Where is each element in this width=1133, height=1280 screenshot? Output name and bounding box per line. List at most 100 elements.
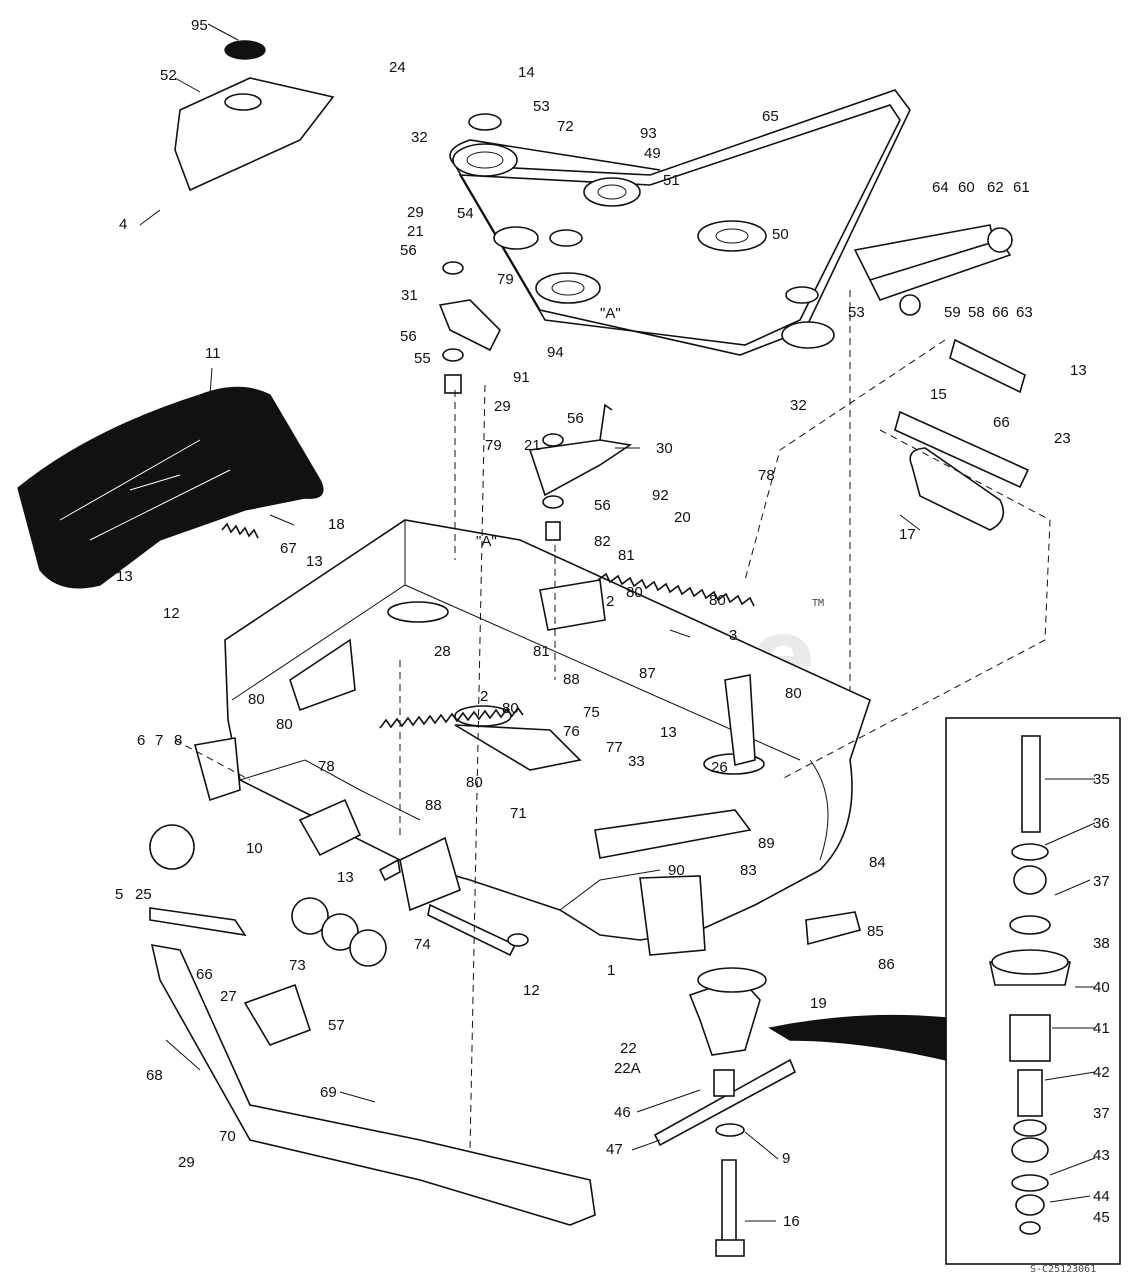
- part-56-top: 56: [400, 242, 417, 259]
- part-93: 93: [640, 125, 657, 142]
- part-77: 77: [606, 739, 623, 756]
- part-13-hitch: 13: [337, 869, 354, 886]
- part-7: 7: [155, 732, 163, 749]
- part-76: 76: [563, 723, 580, 740]
- part-46: 46: [614, 1104, 631, 1121]
- part-21-top: 21: [407, 223, 424, 240]
- part-66-bumper: 66: [196, 966, 213, 983]
- trademark: TM: [812, 598, 824, 609]
- part-80-center: 80: [502, 700, 519, 717]
- springs: [221, 522, 755, 729]
- part-2-top: 2: [606, 593, 614, 610]
- part-40: 40: [1093, 979, 1110, 996]
- part-36: 36: [1093, 815, 1110, 832]
- part-13-bracket: 13: [306, 553, 323, 570]
- part-78-bottom: 78: [318, 758, 335, 775]
- part-56-lower: 56: [594, 497, 611, 514]
- part-21-mid: 21: [524, 437, 541, 454]
- part-44: 44: [1093, 1188, 1110, 1205]
- idler-arms: [438, 261, 633, 541]
- part-12-bracket: 12: [163, 605, 180, 622]
- part-43: 43: [1093, 1147, 1110, 1164]
- belt-system: [449, 89, 911, 356]
- part-78-top: 78: [758, 467, 775, 484]
- part-14: 14: [518, 64, 535, 81]
- part-29-top: 29: [407, 204, 424, 221]
- part-13-shaft: 13: [1070, 362, 1087, 379]
- part-92: 92: [652, 487, 669, 504]
- part-57: 57: [328, 1017, 345, 1034]
- part-31: 31: [401, 287, 418, 304]
- part-38: 38: [1093, 935, 1110, 952]
- deck-housing: [224, 519, 871, 956]
- part-18: 18: [328, 516, 345, 533]
- part-63: 63: [1016, 304, 1033, 321]
- part-61: 61: [1013, 179, 1030, 196]
- part-90: 90: [668, 862, 685, 879]
- part-35: 35: [1093, 771, 1110, 788]
- part-37-bottom: 37: [1093, 1105, 1110, 1122]
- part-79-top: 79: [497, 271, 514, 288]
- marker-a-deck: "A": [476, 533, 497, 550]
- part-80-mount: 80: [626, 584, 643, 601]
- part-22a: 22A: [614, 1060, 641, 1077]
- part-33: 33: [628, 753, 645, 770]
- part-66-roller: 66: [993, 414, 1010, 431]
- marker-a-belt: "A": [600, 305, 621, 322]
- part-55: 55: [414, 350, 431, 367]
- part-56-idler: 56: [567, 410, 584, 427]
- part-11: 11: [205, 345, 221, 362]
- part-15: 15: [930, 386, 947, 403]
- part-52: 52: [160, 67, 177, 84]
- leader-lines: [139, 23, 1096, 1222]
- part-67: 67: [280, 540, 297, 557]
- spindle-inset: [768, 717, 1121, 1265]
- part-81-mid: 81: [533, 643, 550, 660]
- part-60: 60: [958, 179, 975, 196]
- part-4: 4: [119, 216, 127, 233]
- part-53-top: 53: [533, 98, 550, 115]
- part-labels: 95 52 4 11 18 67 13 13 12 24 14 53 72 65…: [115, 17, 1110, 1230]
- part-29-bottom: 29: [178, 1154, 195, 1171]
- part-87: 87: [639, 665, 656, 682]
- part-26: 26: [711, 759, 728, 776]
- part-45: 45: [1093, 1209, 1110, 1226]
- part-83: 83: [740, 862, 757, 879]
- part-47: 47: [606, 1141, 623, 1158]
- part-69: 69: [320, 1084, 337, 1101]
- part-22: 22: [620, 1040, 637, 1057]
- part-13-deflector: 13: [116, 568, 133, 585]
- part-29-mid: 29: [494, 398, 511, 415]
- part-68: 68: [146, 1067, 163, 1084]
- part-86: 86: [878, 956, 895, 973]
- part-32-bottom: 32: [790, 397, 807, 414]
- assembly-lines: [174, 290, 1051, 1151]
- part-27: 27: [220, 988, 237, 1005]
- part-6: 6: [137, 732, 145, 749]
- part-84: 84: [869, 854, 886, 871]
- part-91: 91: [513, 369, 530, 386]
- part-5: 5: [115, 886, 123, 903]
- drawing-code: S-C25123061: [1030, 1264, 1096, 1275]
- part-75: 75: [583, 704, 600, 721]
- part-80-left-bottom: 80: [276, 716, 293, 733]
- part-80-left-top: 80: [248, 691, 265, 708]
- part-24: 24: [389, 59, 406, 76]
- part-88-bottom: 88: [425, 797, 442, 814]
- discharge-deflector: [17, 386, 324, 589]
- part-25: 25: [135, 886, 152, 903]
- part-79-mid: 79: [485, 437, 502, 454]
- part-49: 49: [644, 145, 661, 162]
- part-56-mid: 56: [400, 328, 417, 345]
- part-62: 62: [987, 179, 1004, 196]
- part-8: 8: [174, 732, 182, 749]
- part-64: 64: [932, 179, 949, 196]
- part-34: 34: [891, 1017, 908, 1034]
- part-58: 58: [968, 304, 985, 321]
- front-cross-shaft: [853, 224, 1030, 531]
- part-94: 94: [547, 344, 564, 361]
- part-23: 23: [1054, 430, 1071, 447]
- part-12-pin: 12: [523, 982, 540, 999]
- part-73: 73: [289, 957, 306, 974]
- part-88-top: 88: [563, 671, 580, 688]
